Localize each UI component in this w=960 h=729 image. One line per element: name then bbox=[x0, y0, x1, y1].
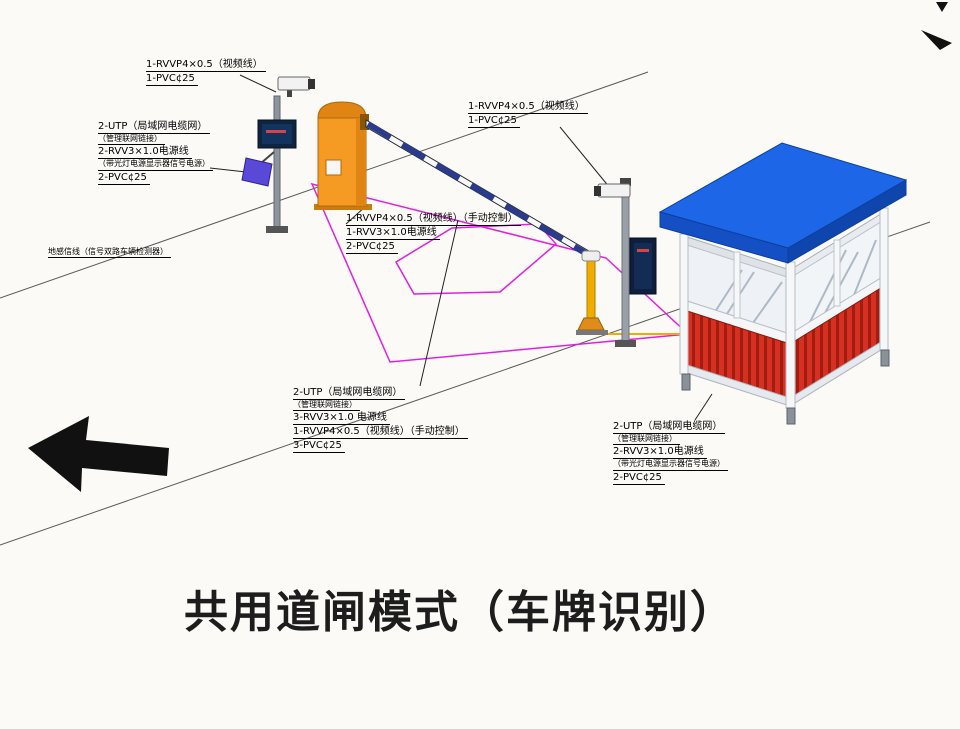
leader-manual-camera bbox=[419, 219, 459, 387]
north-arrow-tip-icon bbox=[936, 2, 948, 12]
label-display: 2-UTP（局域网电缆网） （管理联网链接） 2-RVV3×1.0电源线 （带光… bbox=[98, 120, 213, 185]
label-line: （带光灯电源显示器信号电源） bbox=[613, 459, 728, 471]
booth-corner-post bbox=[679, 233, 689, 375]
label-line: 2-RVV3×1.0电源线 bbox=[613, 445, 707, 460]
leader-booth bbox=[694, 393, 713, 421]
support-pole-cone bbox=[577, 317, 605, 331]
lpr-camera-icon bbox=[277, 76, 311, 91]
label-line: （管理联网链接） bbox=[613, 434, 680, 446]
label-ground-loop: 地感信线（信号双路车辆检测器） bbox=[48, 247, 171, 259]
label-line: （管理联网链接） bbox=[293, 400, 360, 412]
label-line: 1-RVVP4×0.5（视频线）（手动控制） bbox=[293, 425, 468, 440]
label-line: （管理联网链接） bbox=[98, 134, 165, 146]
booth-mullion bbox=[833, 239, 841, 307]
north-arrow-icon bbox=[921, 30, 952, 50]
label-booth: 2-UTP（局域网电缆网） （管理联网链接） 2-RVV3×1.0电源线 （带光… bbox=[613, 420, 728, 485]
floodlight-icon bbox=[241, 157, 273, 187]
label-line: 1-RVVP4×0.5（视频线）（手动控制） bbox=[346, 212, 521, 226]
leader-lines bbox=[209, 74, 713, 421]
booth-corner-post bbox=[785, 261, 796, 409]
camera-lens bbox=[308, 79, 315, 89]
booth-leg bbox=[880, 349, 890, 367]
direction-arrow-icon bbox=[28, 416, 169, 492]
arrows bbox=[28, 2, 952, 492]
leader-camera2 bbox=[559, 126, 611, 189]
guard-booth bbox=[658, 142, 908, 425]
booth-leg bbox=[786, 407, 796, 425]
label-camera1: 1-RVVP4×0.5（视频线） 1-PVC¢25 bbox=[146, 58, 266, 86]
barrier-arm-stripes bbox=[366, 121, 594, 260]
support-pole-plate bbox=[576, 330, 608, 335]
label-camera2: 1-RVVP4×0.5（视频线） 1-PVC¢25 bbox=[468, 100, 588, 128]
led-display-text bbox=[266, 130, 286, 133]
arm-pivot bbox=[360, 114, 369, 130]
label-line: （带光灯电源显示器信号电源） bbox=[98, 159, 213, 171]
booth-corner-post bbox=[879, 207, 889, 351]
booth-roof-right-fascia bbox=[787, 179, 907, 264]
camera-bracket bbox=[620, 178, 631, 186]
lpr-camera-icon bbox=[597, 183, 631, 198]
label-barrier: 1-RVVP4×0.5（视频线）（手动控制） 1-RVV3×1.0电源线 2-P… bbox=[346, 212, 521, 254]
label-line: 2-UTP（局域网电缆网） bbox=[613, 420, 726, 434]
cabinet-cap bbox=[317, 101, 367, 119]
cabinet-base bbox=[314, 204, 372, 210]
label-line: 地感信线（信号双路车辆检测器） bbox=[48, 247, 171, 259]
camera-pole bbox=[621, 183, 630, 343]
camera-pole bbox=[273, 95, 281, 229]
booth-mullion bbox=[733, 251, 741, 319]
ground-loop-outline bbox=[394, 223, 558, 295]
led-box-text bbox=[637, 249, 649, 252]
cabinet-shade bbox=[356, 118, 366, 206]
camera-lens bbox=[594, 186, 601, 196]
diagram-title: 共用道闸模式（车牌识别） bbox=[184, 587, 736, 638]
camera-pole-2 bbox=[594, 178, 657, 347]
label-line: 1-PVC¢25 bbox=[468, 114, 520, 128]
label-line: 2-UTP（局域网电缆网） bbox=[98, 120, 211, 134]
pole-base bbox=[266, 226, 288, 233]
barrier-gate bbox=[314, 101, 595, 262]
label-line: 1-RVV3×1.0电源线 bbox=[346, 226, 440, 240]
led-box-screen bbox=[634, 243, 652, 289]
label-line: 2-PVC¢25 bbox=[613, 471, 665, 485]
camera-bracket bbox=[287, 88, 292, 97]
label-line: 1-RVVP4×0.5（视频线） bbox=[146, 58, 266, 72]
support-pole-cap bbox=[581, 250, 601, 262]
label-line: 2-PVC¢25 bbox=[346, 240, 398, 254]
cabinet-panel bbox=[325, 159, 342, 176]
label-line: 2-RVV3×1.0电源线 bbox=[98, 145, 192, 160]
label-line: 2-PVC¢25 bbox=[98, 171, 150, 185]
label-line: 3-RVV3×1.0 电源线 bbox=[293, 411, 390, 426]
camera-pole-1 bbox=[241, 76, 315, 233]
arm-support-pole bbox=[576, 250, 608, 335]
label-line: 2-UTP（局域网电缆网） bbox=[293, 386, 406, 400]
leader-camera1 bbox=[239, 74, 277, 93]
pole-base bbox=[615, 340, 636, 347]
led-display-screen bbox=[262, 124, 292, 144]
leader-display bbox=[209, 167, 247, 173]
label-line: 1-PVC¢25 bbox=[146, 72, 198, 86]
label-manual-camera: 2-UTP（局域网电缆网） （管理联网链接） 3-RVV3×1.0 电源线 1-… bbox=[293, 386, 468, 454]
label-line: 1-RVVP4×0.5（视频线） bbox=[468, 100, 588, 114]
booth-leg bbox=[681, 373, 691, 391]
label-line: 3-PVC¢25 bbox=[293, 439, 345, 454]
